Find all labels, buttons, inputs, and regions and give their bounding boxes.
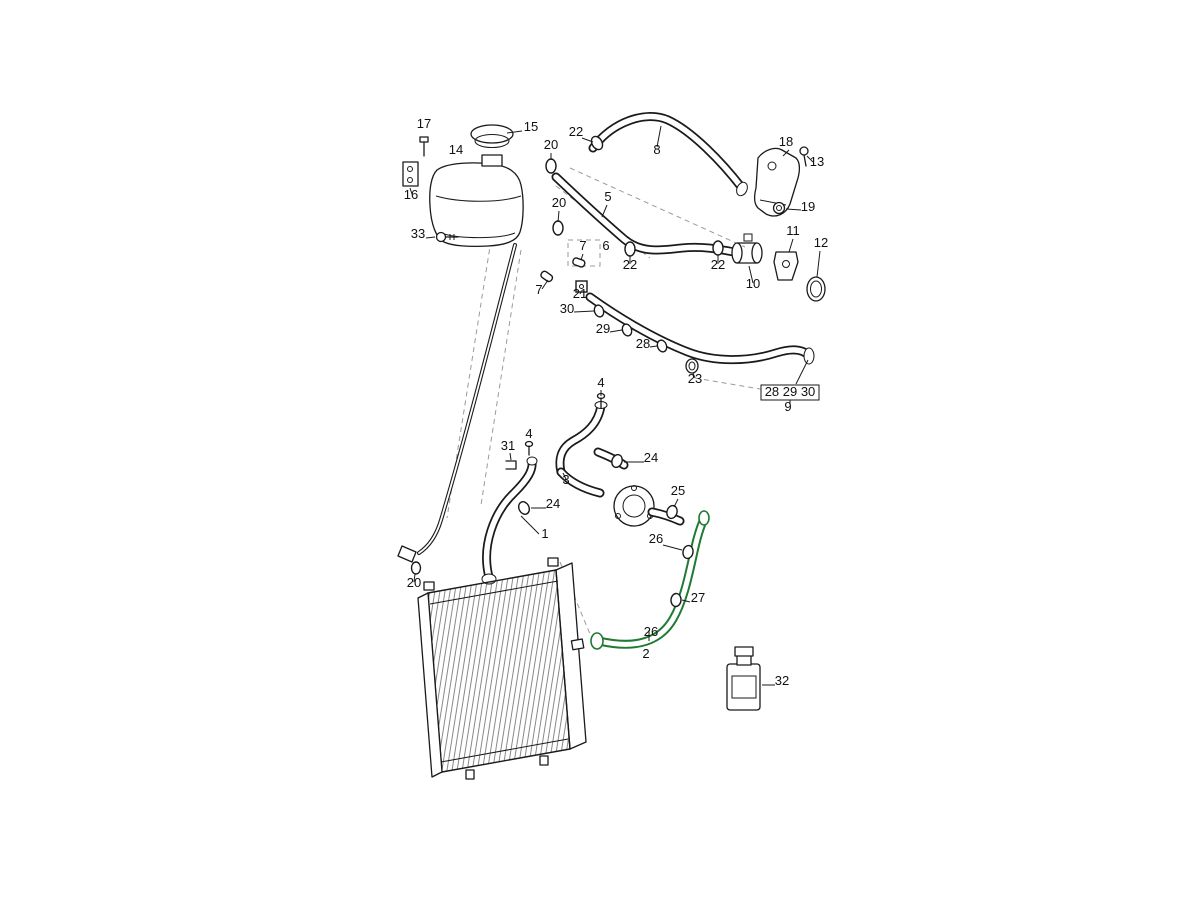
hose-1 — [481, 456, 538, 585]
part-label-12: 12 — [814, 235, 828, 250]
label-box-9 — [760, 384, 820, 404]
part-label-20: 20 — [407, 575, 421, 590]
part-label-22: 22 — [711, 257, 725, 272]
part-label-19: 19 — [801, 199, 815, 214]
bolt-13 — [799, 146, 809, 167]
part-label-4: 4 — [597, 375, 604, 390]
part-label-9: 9 — [784, 399, 791, 414]
clamp-25 — [666, 504, 678, 520]
part-label-29: 29 — [596, 321, 610, 336]
clamp-22-left — [624, 241, 636, 257]
clamp-20-mid — [552, 220, 564, 236]
hose-2-end-right — [698, 510, 710, 526]
nut-19 — [772, 201, 786, 215]
expansion-tank — [402, 124, 524, 248]
part-label-33: 33 — [411, 226, 425, 241]
clamp-30 — [593, 304, 605, 318]
part-label-11: 11 — [786, 223, 800, 238]
hose-2-end-left — [590, 632, 604, 650]
clamp-21 — [575, 280, 588, 293]
clamp-24-left — [518, 501, 530, 515]
part-label-18: 18 — [779, 134, 793, 149]
part-label-13: 13 — [810, 154, 824, 169]
part-label-3: 3 — [562, 472, 569, 487]
clamp-20-top — [545, 158, 557, 174]
part-label-20: 20 — [544, 137, 558, 152]
connector-10 — [731, 233, 763, 264]
radiator-outlet-fitting — [570, 638, 585, 651]
part-label-20: 20 — [552, 195, 566, 210]
part-label-7: 7 — [579, 238, 586, 253]
part-label-31: 31 — [501, 438, 515, 453]
bolt-17 — [419, 136, 429, 157]
hose-2-highlight — [590, 510, 710, 650]
part-label-28: 28 — [636, 336, 650, 351]
ring-23 — [685, 358, 699, 374]
radiator — [417, 557, 587, 780]
hose-9 — [585, 292, 815, 374]
bracket-16 — [402, 161, 419, 187]
bottle-label — [731, 675, 757, 699]
part-label-8: 8 — [653, 142, 660, 157]
part-label-2: 2 — [642, 646, 649, 661]
tank-cap — [470, 124, 514, 148]
clamp-24-right — [611, 453, 623, 469]
clamp-28 — [656, 339, 668, 353]
clamp-22-hose8 — [590, 135, 604, 151]
part-label-14: 14 — [449, 142, 463, 157]
hose-5 — [545, 158, 739, 257]
hose-3 — [505, 392, 629, 477]
part-label-23: 23 — [688, 371, 702, 386]
part-label-17: 17 — [417, 116, 431, 131]
coolant-bottle — [726, 646, 761, 711]
hose-8 — [588, 112, 748, 197]
part-label-22: 22 — [623, 257, 637, 272]
part-label-box-28-29-30: 28 29 30 — [765, 384, 816, 399]
radiator-foot-left — [465, 769, 475, 780]
junction-housing — [556, 467, 685, 527]
part-label-32: 32 — [775, 673, 789, 688]
part-label-30: 30 — [560, 301, 574, 316]
radiator-left-tank — [417, 592, 443, 778]
leader-lines — [409, 125, 821, 686]
part-label-25: 25 — [671, 483, 685, 498]
clamp-20-bottom — [410, 561, 422, 575]
part-label-6: 6 — [602, 238, 609, 253]
part-label-5: 5 — [604, 189, 611, 204]
bracket-11 — [773, 251, 799, 281]
part-label-4: 4 — [525, 426, 532, 441]
clamp-27 — [670, 592, 682, 608]
part-label-16: 16 — [404, 187, 418, 202]
radiator-top-bracket-left — [423, 581, 435, 591]
clip-31 — [505, 460, 517, 470]
part-label-7: 7 — [535, 282, 542, 297]
bracket-18 — [754, 146, 809, 217]
part-label-27: 27 — [691, 590, 705, 605]
part-label-10: 10 — [746, 276, 760, 291]
part-label-24: 24 — [644, 450, 658, 465]
radiator-foot-right — [539, 755, 549, 766]
part-label-24: 24 — [546, 496, 560, 511]
part-label-26: 26 — [649, 531, 663, 546]
part-label-15: 15 — [524, 119, 538, 134]
seal-ring-12 — [806, 276, 826, 302]
vent-pipe-elbow — [397, 545, 417, 563]
tank-filler-neck — [481, 154, 503, 167]
radiator-top-bracket — [547, 557, 559, 567]
clamp-26 — [682, 544, 694, 560]
part-label-22: 22 — [569, 124, 583, 139]
clips-7 — [540, 257, 586, 283]
clamp-22-right — [712, 240, 724, 256]
bolt-33 — [435, 231, 459, 243]
bolt-4-mid — [524, 440, 534, 456]
part-label-1: 1 — [541, 526, 548, 541]
part-label-26: 26 — [644, 624, 658, 639]
clamp-29 — [621, 323, 633, 337]
vent-pipe — [397, 243, 517, 575]
part-label-21: 21 — [573, 286, 587, 301]
